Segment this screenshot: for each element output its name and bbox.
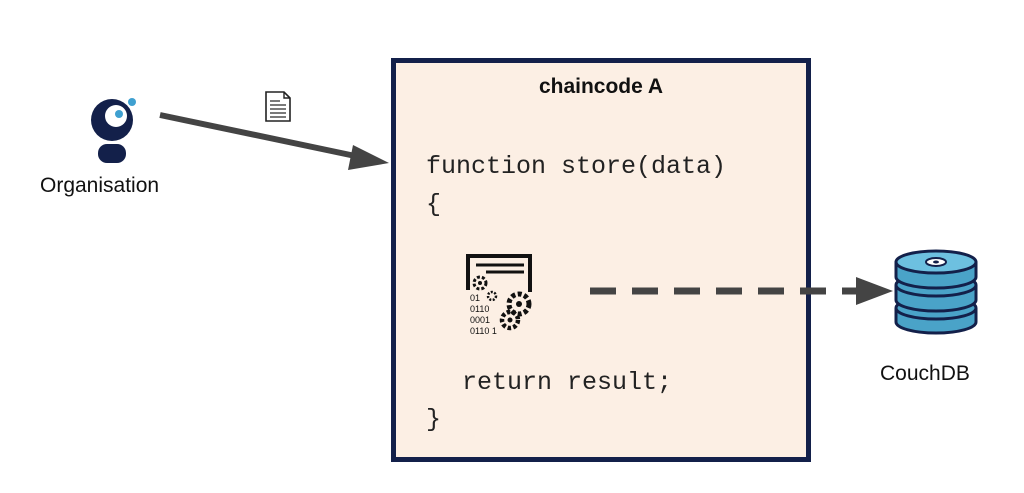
code-line-open-brace: {: [426, 190, 442, 219]
database-icon: [894, 249, 978, 335]
submit-arrow: [159, 112, 389, 170]
binary-line: 0001: [470, 315, 490, 325]
couchdb-label: CouchDB: [880, 362, 970, 385]
binary-line: 0110: [470, 304, 489, 314]
organisation-label: Organisation: [40, 174, 160, 197]
binary-line: 0110 1: [470, 326, 497, 336]
chaincode-container: chaincode A: [391, 58, 811, 462]
code-processing-gears-icon: 01 0110 0001 0110 1: [466, 254, 532, 336]
code-line-return: return result;: [462, 368, 673, 397]
code-line-function-signature: function store(data): [426, 152, 727, 181]
chaincode-title: chaincode A: [538, 75, 664, 98]
binary-line: 01: [470, 293, 480, 303]
code-line-close-brace: }: [426, 405, 442, 434]
document-icon: [265, 91, 291, 122]
store-dashed-arrow: [590, 277, 893, 305]
person-icon: [91, 98, 136, 163]
